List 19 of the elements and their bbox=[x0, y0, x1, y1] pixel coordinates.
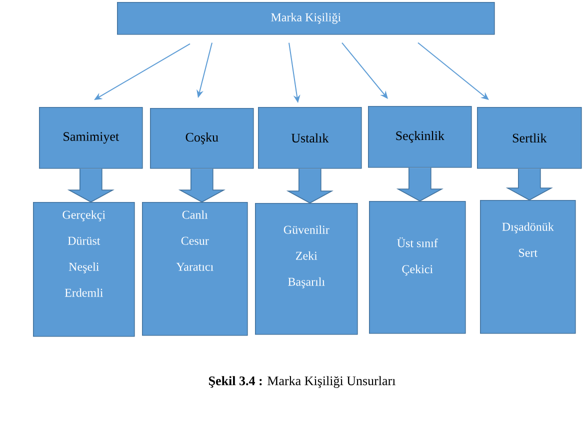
block-arrow bbox=[506, 168, 553, 200]
category-box: Seçkinlik bbox=[368, 106, 472, 168]
block-arrow bbox=[178, 168, 226, 202]
trait-box: Canlı Cesur Yaratıcı bbox=[142, 202, 248, 336]
category-box: Samimiyet bbox=[39, 107, 143, 169]
block-arrow bbox=[286, 168, 334, 204]
arrow bbox=[342, 42, 388, 99]
category-box: Coşku bbox=[150, 108, 254, 169]
trait-box: Dışadönük Sert bbox=[480, 200, 576, 334]
category-box: Sertlik bbox=[477, 107, 582, 169]
trait-box: Üst sınıf Çekici bbox=[369, 200, 466, 334]
trait-box: Güvenilir Zeki Başarılı bbox=[255, 202, 358, 335]
title-box: Marka Kişiliği bbox=[117, 2, 495, 35]
block-arrow bbox=[396, 167, 444, 202]
caption: Şekil 3.4 : Marka Kişiliği Unsurları bbox=[209, 376, 396, 388]
block-arrow bbox=[67, 168, 114, 202]
trait-box: Gerçekçi Dürüst Neşeli Erdemli bbox=[33, 202, 135, 337]
category-box: Ustalık bbox=[258, 107, 362, 169]
arrow bbox=[418, 42, 489, 100]
